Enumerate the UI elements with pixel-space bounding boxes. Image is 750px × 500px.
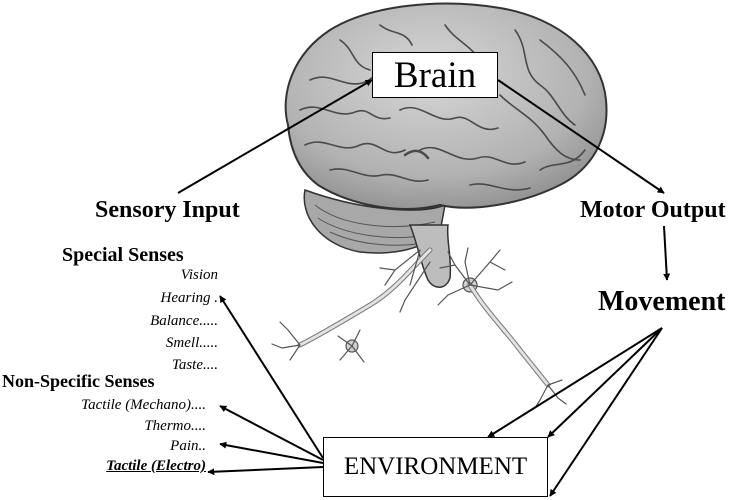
non-specific-sense-item: Tactile (Electro) (106, 458, 206, 474)
arrow-sensory-to-brain (177, 79, 373, 194)
arrow-env-to-tactile-electro (207, 466, 324, 476)
special-sense-item: Taste.... (171, 357, 218, 373)
non-specific-sense-item: Thermo.... (144, 418, 206, 434)
arrow-env-to-hearing (219, 295, 324, 459)
arrow-env-to-pain (219, 441, 324, 464)
environment-label: ENVIRONMENT (343, 453, 528, 480)
arrow-brain-to-motor (497, 79, 665, 194)
motor-output-label: Motor Output (580, 197, 726, 223)
non-specific-sense-item: Pain.. (170, 438, 206, 454)
arrows (177, 79, 671, 497)
non-specific-sense-item: Tactile (Mechano).... (81, 397, 206, 413)
special-senses-heading: Special Senses (62, 244, 184, 266)
arrow-movement-to-env-bottom (549, 327, 663, 497)
arrow-env-to-tactile-mechano (219, 405, 324, 461)
arrow-movement-to-env-top (487, 327, 663, 438)
neuron-illustration-icon (271, 247, 567, 409)
environment-box: ENVIRONMENT (323, 437, 548, 497)
special-sense-item: Balance..... (150, 313, 218, 329)
special-sense-item: Hearing . (160, 290, 219, 306)
movement-label: Movement (598, 286, 726, 317)
brain-label: Brain (393, 54, 477, 96)
brain-box: Brain (372, 52, 498, 98)
non-specific-senses-heading: Non-Specific Senses (2, 371, 155, 391)
brain-illustration-icon (284, 2, 608, 288)
special-sense-item: Smell..... (165, 335, 218, 351)
arrow-motor-to-movement (663, 225, 671, 281)
arrow-movement-to-env-right (547, 327, 663, 438)
sensory-input-label: Sensory Input (95, 197, 240, 223)
special-sense-item: Vision (180, 267, 218, 283)
